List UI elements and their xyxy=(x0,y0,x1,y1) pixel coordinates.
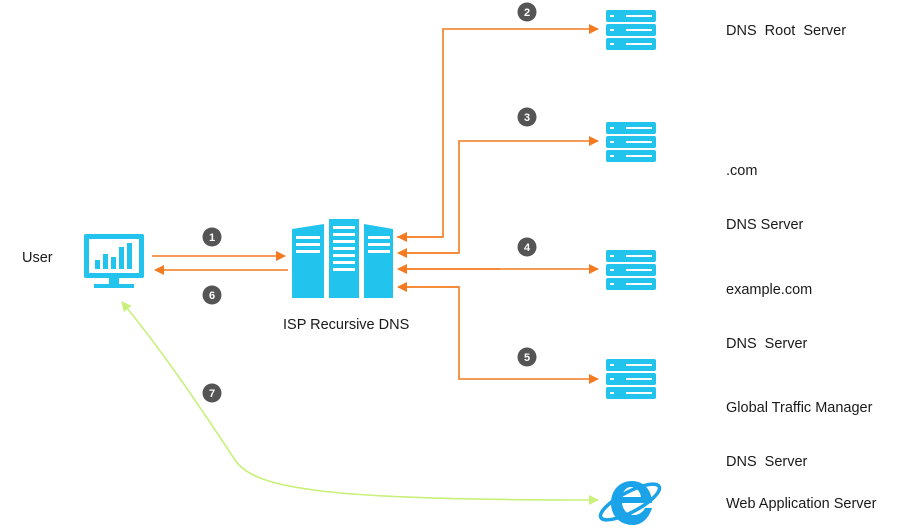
step-badge-2: 2 xyxy=(517,2,537,22)
server-rack-icon xyxy=(292,219,393,298)
step-badge-5: 5 xyxy=(517,347,537,367)
gtm-server-label-line1: Global Traffic Manager xyxy=(726,400,873,416)
server-stack-icon-example xyxy=(606,250,656,290)
step-badge-4: 4 xyxy=(517,237,537,257)
step-number: 1 xyxy=(209,232,215,244)
example-server-label-line2: DNS Server xyxy=(726,336,808,352)
arrow-step-7 xyxy=(121,301,599,505)
example-server-label-line1: example.com xyxy=(726,282,813,298)
arrow-step-5 xyxy=(400,286,599,384)
root-server-label: DNS Root Server xyxy=(726,23,847,39)
step-badge-1: 1 xyxy=(202,227,222,247)
internet-explorer-icon xyxy=(598,481,662,525)
gtm-server-label-line2: DNS Server xyxy=(726,454,808,470)
step-number: 6 xyxy=(209,290,215,302)
server-stack-icon-com xyxy=(606,122,656,162)
server-stack-icon-gtm xyxy=(606,359,656,399)
step-number: 4 xyxy=(524,242,531,254)
com-server-label-line2: DNS Server xyxy=(726,217,804,233)
web-application-server-label: Web Application Server xyxy=(726,496,877,512)
isp-recursive-dns-label: ISP Recursive DNS xyxy=(283,317,410,333)
step-badge-7: 7 xyxy=(202,383,222,403)
monitor-chart-icon xyxy=(84,234,144,288)
arrow-step-2 xyxy=(397,24,599,238)
step-badge-6: 6 xyxy=(202,285,222,305)
example-server-label: example.com DNS Server xyxy=(726,245,812,371)
com-server-label: .com DNS Server xyxy=(726,126,803,252)
step-number: 2 xyxy=(524,7,530,19)
step-badges: 1 2 3 4 5 6 7 xyxy=(202,2,537,403)
user-label: User xyxy=(22,250,53,266)
step-number: 7 xyxy=(209,388,215,400)
step-number: 5 xyxy=(524,352,530,364)
server-stack-icon-root xyxy=(606,10,656,50)
gtm-server-label: Global Traffic Manager DNS Server xyxy=(726,363,872,489)
com-server-label-line1: .com xyxy=(726,163,758,179)
step-badge-3: 3 xyxy=(517,107,537,127)
step-number: 3 xyxy=(524,112,530,124)
